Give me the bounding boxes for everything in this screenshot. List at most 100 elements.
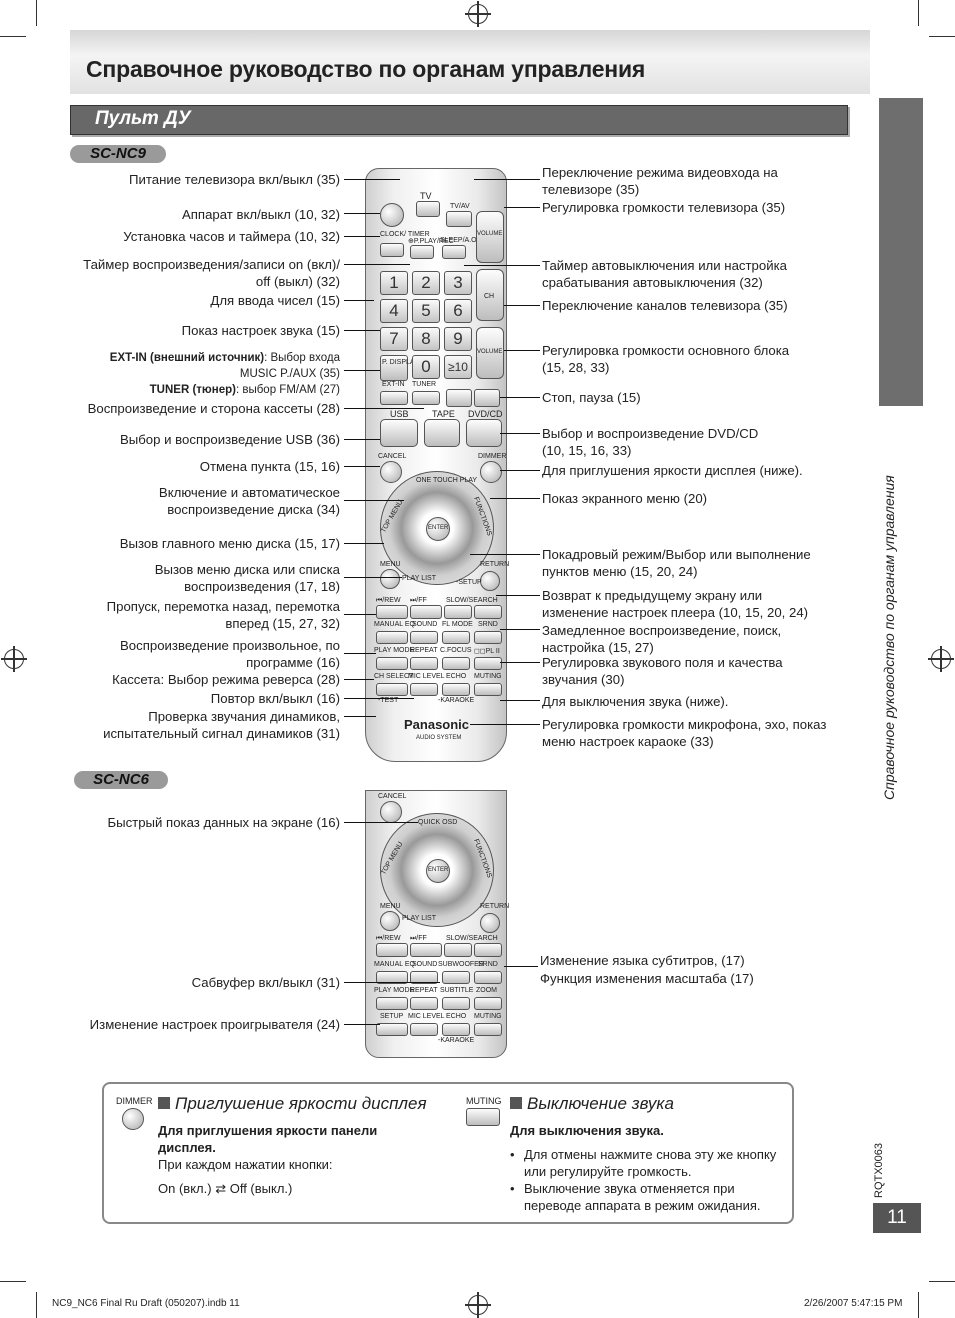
return-button[interactable] <box>480 913 500 933</box>
digit-1-button[interactable]: 1 <box>380 271 408 295</box>
digit-10-button[interactable]: ≥10 <box>444 355 472 379</box>
play-mode-button[interactable] <box>376 997 408 1010</box>
leader-line <box>344 408 424 409</box>
muting-label: MUTING <box>474 1013 502 1020</box>
manual-eq-button[interactable] <box>376 971 408 984</box>
leader-line <box>344 500 404 501</box>
echo-button[interactable] <box>442 683 470 696</box>
callout-dvd: Выбор и воспроизведение DVD/CD (10, 15, … <box>542 426 759 458</box>
subwoofer-button[interactable] <box>442 971 470 984</box>
skip-forward-button[interactable] <box>410 943 442 957</box>
callout-enter: Покадровый режим/Выбор или выполнение пу… <box>542 547 811 579</box>
enter-button[interactable] <box>426 859 450 883</box>
repeat-button[interactable] <box>410 657 438 670</box>
ch-select-button[interactable] <box>376 683 408 696</box>
slow-forward-button[interactable] <box>474 943 502 957</box>
slow-back-button[interactable] <box>444 943 472 957</box>
remote-nc9: TV TV/AV CLOCK/ TIMER ⊕P.PLAY/REC SLEEP/… <box>365 168 509 762</box>
callout-stop-pause: Стоп, пауза (15) <box>542 390 641 405</box>
power-button[interactable] <box>380 203 404 227</box>
digit-5-button[interactable]: 5 <box>412 299 440 323</box>
stop-button[interactable] <box>446 389 472 407</box>
callout-cancel: Отмена пункта (15, 16) <box>199 459 340 474</box>
leader-line <box>500 629 540 630</box>
ext-in-button[interactable] <box>380 391 408 405</box>
subtitle-button[interactable] <box>442 997 470 1010</box>
muting-button[interactable] <box>474 1023 502 1036</box>
mic-level-button[interactable] <box>410 1023 438 1036</box>
crop-mark <box>36 0 37 26</box>
tv-volume-rocker[interactable] <box>476 211 504 263</box>
tv-power-button[interactable] <box>416 201 440 217</box>
side-title: Справочное руководство по органам управл… <box>881 475 897 800</box>
menu-button[interactable] <box>380 569 400 589</box>
leader-line <box>344 179 400 180</box>
digit-0-button[interactable]: 0 <box>412 355 440 379</box>
play-rec-timer-button[interactable] <box>410 245 434 259</box>
callout-volume: Регулировка громкости основного блока (1… <box>542 343 790 375</box>
skip-back-button[interactable] <box>376 943 408 957</box>
sleep-button[interactable] <box>442 245 466 259</box>
zoom-label: ZOOM <box>476 987 497 994</box>
dimmer-button[interactable] <box>480 461 502 483</box>
repeat-button[interactable] <box>410 997 438 1010</box>
callout-quick-osd: Быстрый показ данных на экране (16) <box>107 815 340 830</box>
tape-label: TAPE <box>432 409 455 419</box>
brand-logo: Panasonic <box>404 717 470 732</box>
muting-button[interactable] <box>474 683 502 696</box>
pause-button[interactable] <box>474 389 500 407</box>
skip-forward-button[interactable] <box>410 605 442 619</box>
slow-forward-button[interactable] <box>474 605 502 619</box>
play-list-label: PLAY LIST <box>402 915 436 922</box>
sound-button[interactable] <box>410 631 438 644</box>
play-mode-button[interactable] <box>376 657 408 670</box>
model-badge-nc9: SC-NC9 <box>70 145 166 163</box>
sound-button[interactable] <box>410 971 438 984</box>
cancel-button[interactable] <box>380 461 402 483</box>
subtitle-label: SUBTITLE <box>440 987 474 994</box>
c-focus-button[interactable] <box>442 657 470 670</box>
leader-line <box>344 653 376 654</box>
muting-button-label: MUTING <box>466 1096 502 1106</box>
fl-mode-button[interactable] <box>442 631 470 644</box>
digit-3-button[interactable]: 3 <box>444 271 472 295</box>
digit-7-button[interactable]: 7 <box>380 327 408 351</box>
skip-back-button[interactable] <box>376 605 408 619</box>
setup-button[interactable] <box>376 1023 408 1036</box>
dvdcd-play-button[interactable] <box>466 419 502 447</box>
heading-square-icon <box>158 1097 170 1109</box>
p-display-button[interactable] <box>380 355 408 381</box>
tv-av-button[interactable] <box>446 211 472 227</box>
mic-level-button[interactable] <box>410 683 438 696</box>
dimmer-button-illustration <box>122 1108 144 1130</box>
digit-4-button[interactable]: 4 <box>380 299 408 323</box>
callout-play-rec-timer: Таймер воспроизведения/записи on (вкл)/ … <box>83 257 340 289</box>
footer-left: NC9_NC6 Final Ru Draft (050207).indb 11 <box>52 1298 240 1309</box>
callout-zoom: Функция изменения масштаба (17) <box>540 971 754 986</box>
leader-line <box>344 264 410 265</box>
c-focus-label: C.FOCUS <box>440 647 472 654</box>
crop-mark <box>0 36 26 37</box>
digit-2-button[interactable]: 2 <box>412 271 440 295</box>
digit-8-button[interactable]: 8 <box>412 327 440 351</box>
pl2-button[interactable] <box>474 657 502 670</box>
menu-button[interactable] <box>380 911 400 931</box>
digit-6-button[interactable]: 6 <box>444 299 472 323</box>
usb-play-button[interactable] <box>380 419 418 447</box>
digit-9-button[interactable]: 9 <box>444 327 472 351</box>
srnd-button[interactable] <box>474 631 502 644</box>
manual-eq-button[interactable] <box>376 631 408 644</box>
echo-button[interactable] <box>442 1023 470 1036</box>
srnd-button[interactable] <box>474 971 502 984</box>
volume-rocker[interactable] <box>476 327 504 379</box>
srnd-label: SRND <box>478 961 498 968</box>
slow-back-button[interactable] <box>444 605 472 619</box>
cancel-button[interactable] <box>380 801 402 823</box>
channel-rocker[interactable] <box>476 269 504 321</box>
tuner-button[interactable] <box>412 391 440 405</box>
return-button[interactable] <box>480 571 500 591</box>
clock-timer-button[interactable] <box>380 243 404 257</box>
tape-play-button[interactable] <box>424 419 460 447</box>
zoom-button[interactable] <box>474 997 502 1010</box>
enter-button[interactable] <box>426 517 450 541</box>
